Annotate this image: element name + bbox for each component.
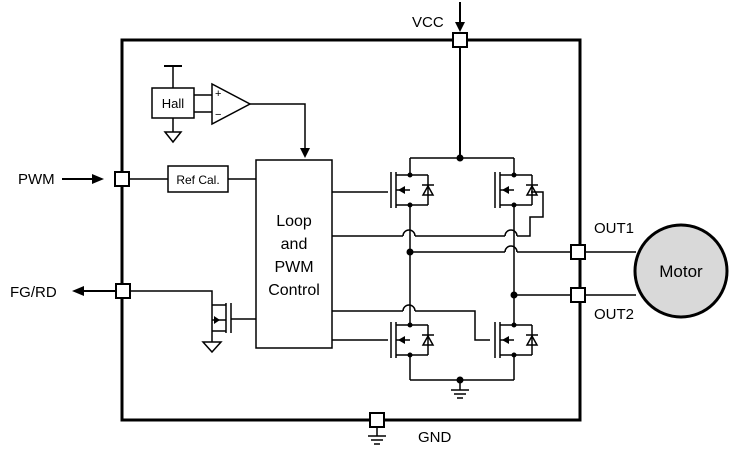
out2-pin [570,287,586,303]
vcc-arrow-icon [455,22,465,32]
out1-label: OUT1 [594,220,634,237]
comparator-arrow-icon [300,148,310,158]
loop-pwm-control-box [255,159,333,349]
low-side-left-transistor-icon [390,322,435,358]
gate-drive-3-hop [402,304,416,312]
fg-rd-arrow-icon [72,286,84,296]
bridge-ground-icon [451,389,469,399]
pwm-label: PWM [18,171,55,188]
gnd-label: GND [418,429,452,446]
out1-pin [570,244,586,260]
vcc-pin [452,32,468,48]
low-side-right-transistor-icon [494,322,539,358]
hall-label: Hall [162,96,185,111]
gate-drive-3b [415,310,490,341]
comparator-minus: − [215,109,221,121]
high-side-left-transistor-icon [390,172,435,208]
gnd-pin [369,412,385,428]
fg-rd-pin [115,283,131,299]
gate-drive-2-hop [402,229,416,237]
pwm-arrow-icon [92,174,104,184]
high-side-right-transistor-icon [494,172,539,208]
fg-rd-drain-wire [130,290,213,305]
comparator-output-wire [250,103,306,150]
control-label-line3: PWM [274,259,313,276]
control-label-line1: Loop [276,213,312,230]
out1-wire-hop [504,245,518,253]
pwm-pin [114,171,130,187]
out2-label: OUT2 [594,306,634,323]
ic-package-outline [120,38,582,422]
gate-drive-2c [517,191,544,237]
gate-drive-2-hop2 [504,229,518,237]
vcc-junction-dot [456,154,464,162]
comparator-plus: + [215,88,221,100]
ref-cal-label: Ref Cal. [176,173,219,187]
control-label-line2: and [281,236,308,253]
vcc-label: VCC [412,14,444,31]
control-label-line4: Control [268,282,320,299]
motor-icon [633,223,729,319]
open-drain-transistor-icon [201,303,256,354]
chip-ground-icon [368,435,386,445]
fg-rd-label: FG/RD [10,284,57,301]
comparator-icon [211,82,252,126]
motor-label: Motor [659,262,703,281]
hall-ground-icon [163,131,183,144]
